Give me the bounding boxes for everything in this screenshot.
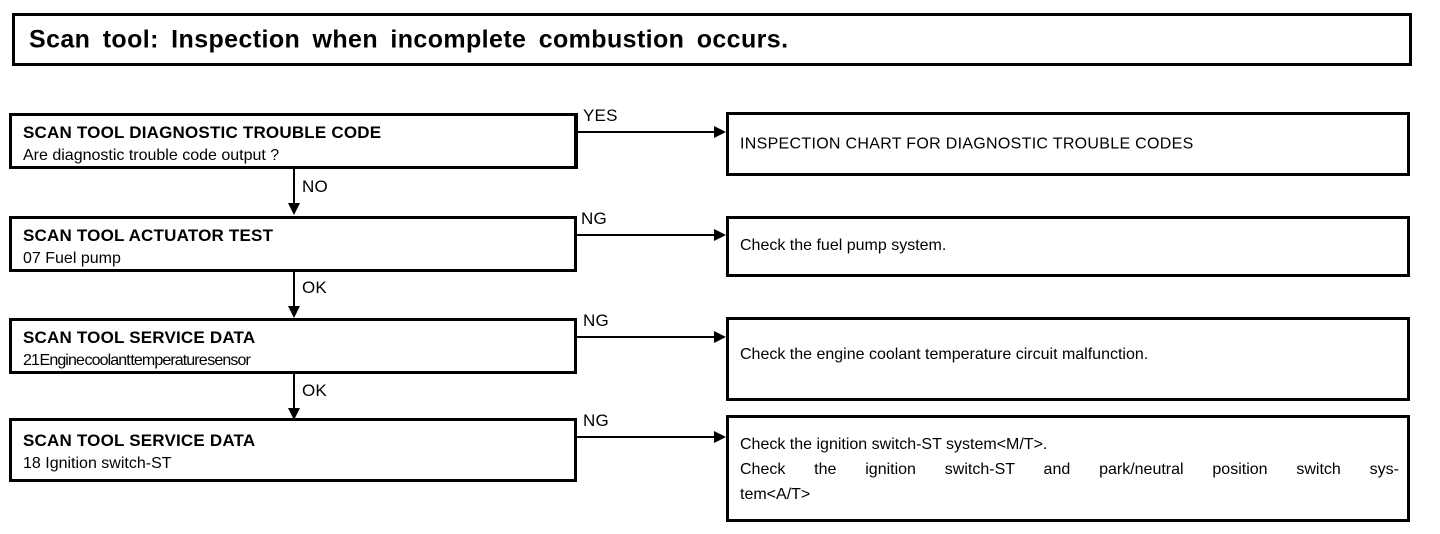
- action-text: Check the ignition switch-ST system<M/T>…: [740, 432, 1399, 507]
- edge-label-yes: YES: [583, 106, 618, 125]
- action-text-line-2: Check the ignition switch-ST and park/ne…: [740, 461, 1399, 478]
- step-title: SCAN TOOL SERVICE DATA: [23, 328, 256, 347]
- branch-riser-yes: [576, 113, 578, 169]
- edge-label-ok-2: OK: [302, 381, 327, 400]
- branch-arrowhead-ng-1: [714, 229, 726, 241]
- action-text-line-3: tem<A/T>: [740, 486, 811, 503]
- action-box-check-fuel-pump[interactable]: Check the fuel pump system.: [726, 216, 1410, 277]
- step-title: SCAN TOOL ACTUATOR TEST: [23, 226, 274, 245]
- edge-label-ng-2: NG: [583, 311, 609, 330]
- step-title: SCAN TOOL SERVICE DATA: [23, 431, 256, 450]
- flow-arrowhead-no: [288, 203, 300, 215]
- branch-line-ng-3: [576, 436, 716, 438]
- branch-arrowhead-ng-3: [714, 431, 726, 443]
- branch-line-ng-2: [576, 336, 716, 338]
- flow-connector-ok-2: [293, 374, 295, 412]
- flow-arrowhead-ok-2: [288, 408, 300, 420]
- edge-label-ng-1: NG: [581, 209, 607, 228]
- page-title: Scan tool: Inspection when incomplete co…: [29, 25, 789, 53]
- action-text: Check the engine coolant temperature cir…: [740, 346, 1149, 363]
- branch-line-ng-1: [576, 234, 716, 236]
- step-box-diagnostic-trouble-code[interactable]: SCAN TOOL DIAGNOSTIC TROUBLE CODE Are di…: [9, 113, 577, 169]
- action-box-check-coolant-circuit[interactable]: Check the engine coolant temperature cir…: [726, 317, 1410, 401]
- action-text: Check the fuel pump system.: [740, 237, 947, 254]
- action-box-inspection-chart[interactable]: INSPECTION CHART FOR DIAGNOSTIC TROUBLE …: [726, 112, 1410, 176]
- step-box-actuator-test[interactable]: SCAN TOOL ACTUATOR TEST 07 Fuel pump: [9, 216, 577, 272]
- step-box-service-data-coolant[interactable]: SCAN TOOL SERVICE DATA 21 Engine coolant…: [9, 318, 577, 374]
- branch-line-yes: [576, 131, 716, 133]
- branch-arrowhead-ng-2: [714, 331, 726, 343]
- edge-label-ok-1: OK: [302, 278, 327, 297]
- step-title: SCAN TOOL DIAGNOSTIC TROUBLE CODE: [23, 123, 382, 142]
- action-text-line-1: Check the ignition switch-ST system<M/T>…: [740, 436, 1048, 453]
- flow-arrowhead-ok-1: [288, 306, 300, 318]
- flow-connector-ok-1: [293, 272, 295, 310]
- step-subtitle: 07 Fuel pump: [23, 250, 121, 267]
- edge-label-no: NO: [302, 177, 328, 196]
- step-subtitle: 21 Engine coolant temperature sensor: [23, 352, 251, 369]
- edge-label-ng-3: NG: [583, 411, 609, 430]
- step-box-service-data-ignition[interactable]: SCAN TOOL SERVICE DATA 18 Ignition switc…: [9, 418, 577, 482]
- branch-arrowhead-yes: [714, 126, 726, 138]
- flow-connector-no: [293, 169, 295, 207]
- action-text: INSPECTION CHART FOR DIAGNOSTIC TROUBLE …: [740, 135, 1194, 153]
- page-title-bar: Scan tool: Inspection when incomplete co…: [12, 13, 1412, 66]
- step-subtitle: Are diagnostic trouble code output ?: [23, 147, 280, 164]
- action-box-check-ignition-switch[interactable]: Check the ignition switch-ST system<M/T>…: [726, 415, 1410, 522]
- step-subtitle: 18 Ignition switch-ST: [23, 455, 172, 472]
